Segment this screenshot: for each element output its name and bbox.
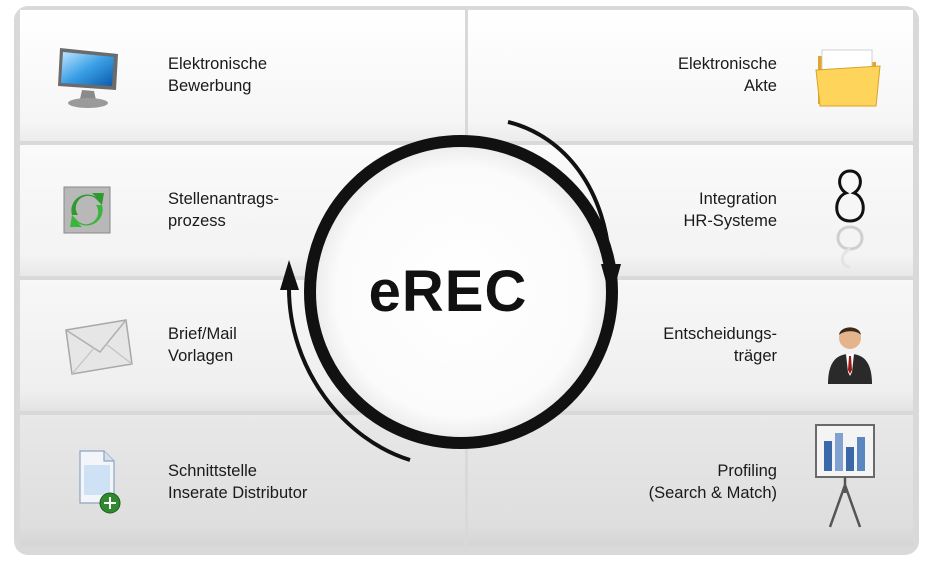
label-line1: Profiling <box>717 462 777 480</box>
cell-schnittstelle-inserate: Schnittstelle Inserate Distributor <box>20 415 465 546</box>
businessman-icon <box>824 322 876 393</box>
presentation-board-icon <box>812 423 878 540</box>
document-network-icon <box>74 449 124 520</box>
figure-eight-icon <box>828 167 872 276</box>
cell-stellenantragsprozess: Stellenantrags- prozess <box>20 145 465 276</box>
label-line2: Vorlagen <box>168 347 234 365</box>
label-line2: Inserate Distributor <box>168 484 308 502</box>
label-line2: HR-Systeme <box>683 212 777 230</box>
cell-integration-hr-systeme: Integration HR-Systeme <box>468 145 913 276</box>
label-line1: Elektronische <box>168 55 268 73</box>
folder-icon <box>814 46 882 115</box>
label-line1: Stellenantrags- <box>168 190 279 208</box>
label-line1: Brief/Mail <box>168 325 237 343</box>
recycle-arrows-icon <box>62 185 112 240</box>
label-line1: Elektronische <box>677 55 777 73</box>
label-line2: Akte <box>743 77 777 95</box>
label-line2: träger <box>733 347 777 365</box>
label-line1: Schnittstelle <box>168 462 257 480</box>
cell-elektronische-bewerbung: Elektronische Bewerbung <box>20 10 465 141</box>
label-line1: Integration <box>699 190 777 208</box>
envelope-icon <box>60 316 136 385</box>
diagram-frame: Elektronische Bewerbung Stellenantrags- … <box>14 6 919 555</box>
label-line2: Bewerbung <box>168 77 252 95</box>
cell-profiling: Profiling (Search & Match) <box>468 415 913 546</box>
label-line1: Entscheidungs- <box>663 325 777 343</box>
label-line2: prozess <box>168 212 226 230</box>
center-title: eREC <box>368 259 528 324</box>
monitor-icon <box>54 44 124 115</box>
cell-elektronische-akte: Elektronische Akte <box>468 10 913 141</box>
label-line2: (Search & Match) <box>648 484 777 502</box>
